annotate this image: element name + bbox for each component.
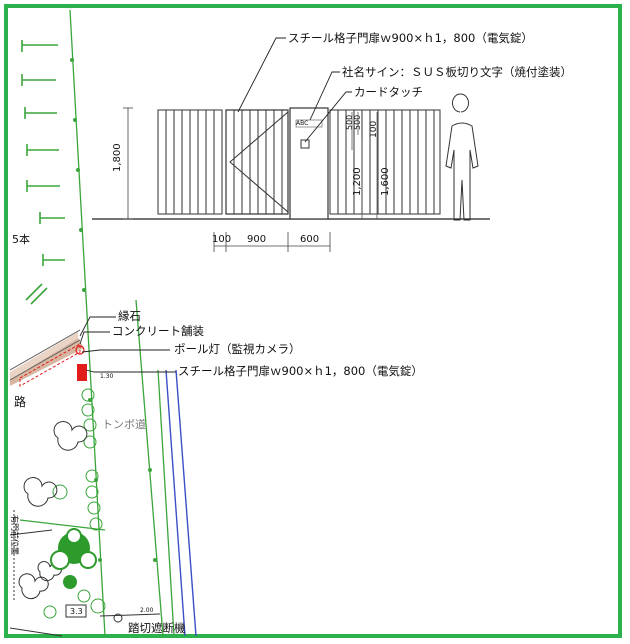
gate-spec-label-plan: スチール格子門扉ｗ900×ｈ1，800（電気錠）: [178, 364, 423, 378]
vertical-note-label: 有門前位置: [10, 515, 20, 555]
site-boundary-lines: [19, 9, 175, 637]
dim-500-b: 500: [353, 115, 362, 130]
plan-misc-lines: [9, 510, 161, 637]
pole-light-label: ポール灯（監視カメラ）: [174, 342, 301, 356]
boundary-nodes: [70, 58, 157, 562]
concrete-paving-label: コンクリート舗装: [112, 324, 204, 338]
dim-900-bottom: 900: [247, 234, 266, 245]
road-name-label: トンボ道: [102, 417, 146, 431]
dim-1200: 1,200: [352, 167, 363, 196]
dim-100-bottom: 100: [212, 234, 231, 245]
leader-lines: [79, 37, 352, 373]
gate-marker-red: [77, 364, 87, 381]
person-figure: [445, 93, 479, 221]
dim-height-1800: 1,800: [112, 143, 123, 172]
dim-600-bottom: 600: [300, 234, 319, 245]
pole-light-symbol: [75, 345, 85, 355]
shrub-symbols: [43, 388, 106, 619]
small-dim-2: 2.00: [140, 607, 154, 614]
card-touch-label: カードタッチ: [354, 85, 423, 99]
elevation-drawing: [92, 93, 490, 252]
company-logo-text: ABC: [296, 120, 308, 127]
count-label: 5本: [12, 232, 30, 246]
small-dim-1: 1.30: [100, 373, 114, 380]
curb-label: 縁石: [118, 309, 141, 323]
dim-100-vertical: 100: [369, 121, 379, 138]
road-label-left: 路: [14, 394, 26, 409]
gate-spec-label-elevation: スチール格子門扉ｗ900×ｈ1，800（電気錠）: [288, 31, 533, 45]
tree-symbols-left: [21, 40, 65, 305]
dim-500-a: 500: [345, 115, 354, 130]
sign-spec-label: 社名サイン：ＳＵＳ板切り文字（焼付塗装）: [342, 65, 572, 79]
crossing-barrier-label: 踏切遮断機: [128, 621, 186, 635]
tree-cloud-symbols: [18, 421, 88, 600]
large-tree-cluster: [50, 528, 97, 589]
box-label: 3.3: [70, 607, 83, 616]
road-lines: [165, 369, 197, 637]
dim-1600: 1,600: [380, 167, 391, 196]
entrance-paving: [9, 329, 84, 387]
